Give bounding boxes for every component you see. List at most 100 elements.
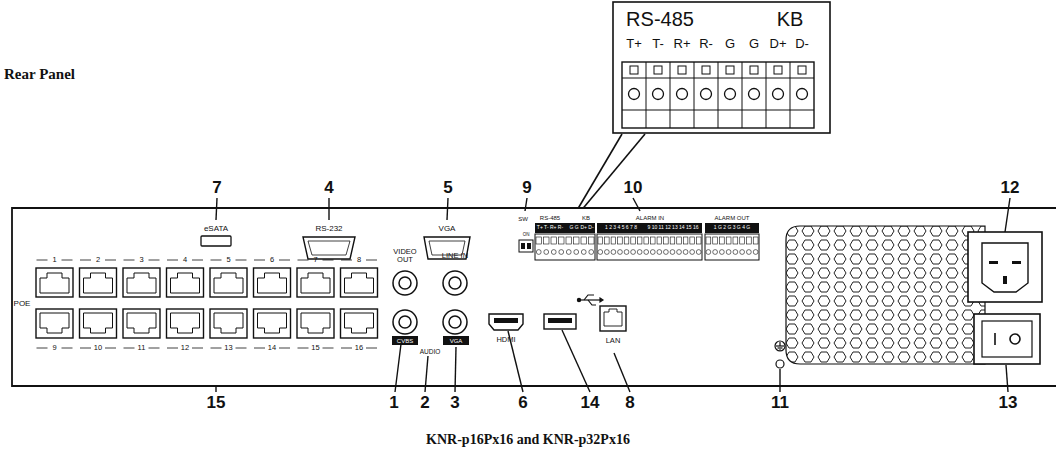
port-number: 14 <box>268 344 276 352</box>
poe-port <box>167 309 204 338</box>
pin-name: KB <box>777 9 804 30</box>
panel-label: KB <box>582 215 590 221</box>
callout-number: 11 <box>771 394 789 412</box>
vga-port <box>424 237 470 259</box>
poe-port <box>123 309 160 338</box>
panel-label: VGA <box>450 337 463 343</box>
callout-number: 3 <box>450 394 459 412</box>
panel-label: VGA <box>439 225 456 233</box>
poe-port <box>80 268 117 297</box>
poe-port <box>254 309 291 338</box>
hdmi-port <box>489 314 523 330</box>
port-number: 1 <box>52 256 56 264</box>
power-socket <box>968 232 1042 302</box>
panel-label: ALARM OUT <box>714 215 749 221</box>
port-number: 16 <box>355 344 363 352</box>
poe-port <box>36 268 73 297</box>
callout-number: 15 <box>207 394 226 412</box>
panel-label: G G <box>569 225 578 230</box>
panel-label: AUDIO <box>420 349 441 356</box>
port-number: 5 <box>226 256 230 264</box>
port-number: 9 <box>52 344 56 352</box>
callout-number: 4 <box>324 179 333 197</box>
lan-port <box>600 306 626 331</box>
ground-terminal <box>775 341 785 368</box>
callout-number: 10 <box>624 179 643 197</box>
panel-label: ALARM IN <box>636 215 664 221</box>
poe-port <box>297 268 334 297</box>
panel-label: CVBS <box>397 337 413 343</box>
leader-lines <box>216 198 1010 392</box>
poe-port <box>210 268 247 297</box>
port-number: 13 <box>224 344 232 352</box>
panel-label: 1 G 2 G 3 G 4 G <box>714 225 750 230</box>
poe-port <box>36 309 73 338</box>
poe-port <box>297 309 334 338</box>
power-switch <box>974 314 1040 364</box>
callout-number: 12 <box>1001 179 1020 197</box>
pin-name: T- <box>652 37 664 51</box>
usb-symbol <box>577 295 603 305</box>
poe-port <box>341 309 378 338</box>
dip-switch <box>519 240 533 252</box>
terminal-inset <box>613 2 830 133</box>
callout-number: 9 <box>522 179 531 197</box>
panel-label: T+ T- R+ R- <box>537 225 563 230</box>
pin-name: D+ <box>770 37 787 51</box>
panel-label: LINE IN <box>440 252 470 260</box>
figure-caption: KNR-p16Px16 and KNR-p32Px16 <box>426 433 630 448</box>
pin-name: D- <box>795 37 809 51</box>
callout-number: 14 <box>581 394 600 412</box>
poe-port <box>210 309 247 338</box>
port-number: 15 <box>311 344 319 352</box>
port-number: POE <box>14 300 31 308</box>
pin-name: RS-485 <box>626 9 694 30</box>
esata-port <box>201 236 231 246</box>
port-number: 10 <box>94 344 102 352</box>
panel-label: RS-485 <box>540 215 560 221</box>
pin-name: R+ <box>674 37 691 51</box>
pin-name: T+ <box>626 37 642 51</box>
panel-label: RS-232 <box>315 225 342 233</box>
usb-port <box>544 314 576 329</box>
pin-name: R- <box>699 37 713 51</box>
callout-number: 2 <box>420 394 429 412</box>
port-number: 12 <box>181 344 189 352</box>
panel-label: VIDEO OUT <box>387 248 423 264</box>
fan-grille <box>786 226 985 364</box>
port-number: 2 <box>96 256 100 264</box>
panel-label: LAN <box>606 337 621 345</box>
callout-number: 8 <box>625 394 634 412</box>
port-number: 4 <box>183 256 187 264</box>
callout-number: 7 <box>212 179 221 197</box>
terminal-strips <box>535 223 759 260</box>
port-number: 11 <box>138 344 146 352</box>
panel-label: ON <box>523 233 530 238</box>
callout-number: 6 <box>518 394 527 412</box>
panel-label: SW <box>518 216 528 222</box>
callout-number: 1 <box>389 394 398 412</box>
poe-port <box>341 268 378 297</box>
poe-port <box>123 268 160 297</box>
callout-number: 5 <box>443 179 452 197</box>
panel-label: eSATA <box>204 225 228 233</box>
pin-name: G <box>725 37 735 51</box>
panel-housing <box>12 208 1056 386</box>
poe-port <box>167 268 204 297</box>
port-number: 6 <box>270 256 274 264</box>
panel-label: 1 2 3 4 5 6 7 8 <box>605 225 637 230</box>
callout-number: 13 <box>999 394 1018 412</box>
section-title: Rear Panel <box>4 67 75 83</box>
panel-label: 9 10 11 12 13 14 15 16 <box>647 225 698 230</box>
pin-name: G <box>749 37 759 51</box>
bnc-connectors <box>393 271 467 334</box>
poe-port <box>254 268 291 297</box>
port-number: 3 <box>139 256 143 264</box>
port-number: 7 <box>313 256 317 264</box>
rs232-port <box>303 237 355 259</box>
panel-label: HDMI <box>496 336 515 344</box>
poe-port <box>80 309 117 338</box>
panel-label: D+ D- <box>580 225 593 230</box>
port-number: 8 <box>357 256 361 264</box>
